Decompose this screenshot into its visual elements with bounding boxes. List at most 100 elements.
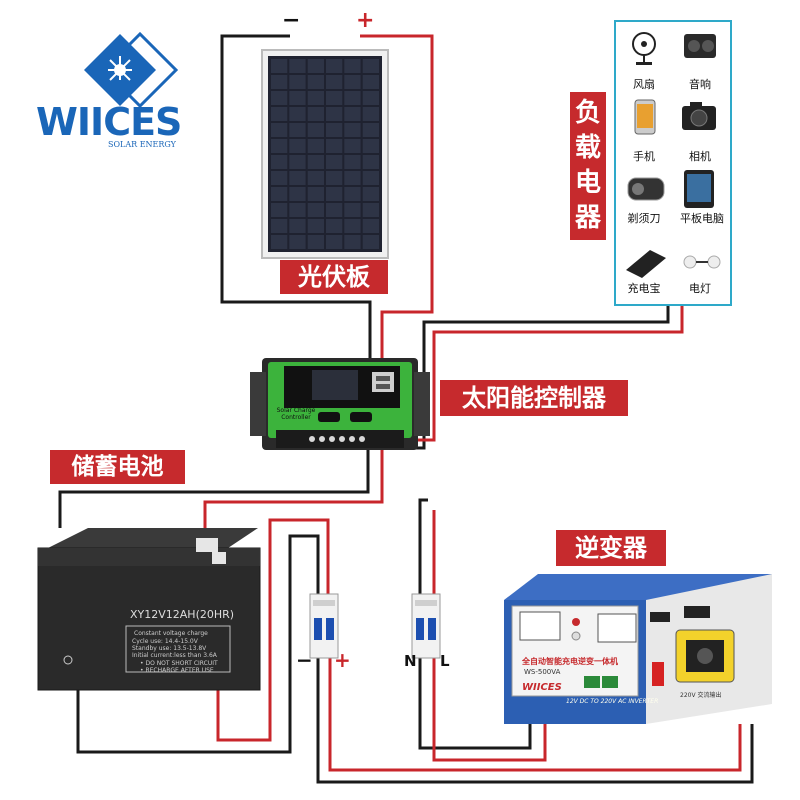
logo-wordmark: WIICES <box>36 100 182 144</box>
inverter <box>504 574 772 724</box>
controller-caption: Solar Charge Controller <box>276 407 316 421</box>
wire-load-positive <box>408 306 684 442</box>
solar-cell <box>307 187 324 201</box>
solar-cell <box>362 171 379 185</box>
solar-cell <box>326 59 343 73</box>
solar-cell <box>307 91 324 105</box>
solar-cell <box>344 203 361 217</box>
solar-cell <box>326 187 343 201</box>
label-controller: 太阳能控制器 <box>440 380 628 416</box>
solar-cell <box>289 139 306 153</box>
solar-cell <box>271 123 288 137</box>
breaker-negative-sign: − <box>296 648 313 672</box>
solar-cell <box>271 203 288 217</box>
load-label-camera: 相机 <box>689 150 711 163</box>
label-inverter: 逆变器 <box>556 530 666 566</box>
solar-cell <box>289 107 306 121</box>
solar-cell <box>362 155 379 169</box>
logo-tagline: SOLAR ENERGY <box>108 140 176 149</box>
tablet-icon <box>684 170 714 208</box>
solar-cell <box>307 235 324 249</box>
phone-icon <box>634 99 656 135</box>
solar-cell <box>344 235 361 249</box>
inverter-title: 全自动智能充电逆变一体机 <box>522 657 618 666</box>
solar-cell <box>289 187 306 201</box>
solar-cell <box>362 59 379 73</box>
solar-cell <box>289 123 306 137</box>
solar-cell <box>344 139 361 153</box>
battery-line5: • DO NOT SHORT CIRCUIT <box>140 660 218 667</box>
load-icons <box>626 32 721 278</box>
solar-cell <box>289 203 306 217</box>
inverter-brand: WIICES <box>522 682 562 693</box>
solar-cell <box>307 171 324 185</box>
wire-ac-live <box>432 510 547 762</box>
solar-cell <box>271 139 288 153</box>
solar-cell <box>362 203 379 217</box>
inverter-output: 220V 交流输出 <box>680 692 722 699</box>
solar-cell <box>326 235 343 249</box>
wire-load-negative <box>408 306 670 450</box>
solar-cell <box>326 107 343 121</box>
solar-cell <box>344 187 361 201</box>
solar-cell <box>271 155 288 169</box>
solar-cell <box>271 75 288 89</box>
solar-cell <box>362 187 379 201</box>
label-load: 负 载 电 器 <box>570 92 606 240</box>
solar-cell <box>344 219 361 233</box>
solar-cell <box>307 75 324 89</box>
camera-icon <box>682 102 716 130</box>
solar-cell <box>307 155 324 169</box>
wire-breaker-inverter-negative <box>316 658 754 784</box>
solar-cell <box>289 59 306 73</box>
solar-cell <box>344 59 361 73</box>
solar-cell <box>289 91 306 105</box>
solar-cell <box>344 91 361 105</box>
label-battery: 储蓄电池 <box>50 450 185 484</box>
fan-icon <box>632 32 656 65</box>
solar-cell <box>307 107 324 121</box>
solar-cell <box>326 203 343 217</box>
ac-breaker <box>411 593 441 659</box>
battery-line2: Cycle use: 14.4-15.0V <box>132 638 198 645</box>
solar-cell <box>326 123 343 137</box>
solar-cell <box>307 139 324 153</box>
wire-battery-breaker-negative <box>76 534 320 754</box>
battery-line3: Standby use: 13.5-13.8V <box>132 645 207 652</box>
solar-cell <box>326 155 343 169</box>
dc-breaker <box>309 593 339 659</box>
solar-cell <box>326 91 343 105</box>
solar-cell <box>344 171 361 185</box>
solar-cell <box>271 107 288 121</box>
solar-cell <box>362 107 379 121</box>
solar-cell <box>362 123 379 137</box>
battery <box>37 528 261 691</box>
solar-cell <box>289 219 306 233</box>
solar-cell <box>344 75 361 89</box>
solar-cell <box>326 219 343 233</box>
load-label-tablet: 平板电脑 <box>680 212 724 225</box>
solar-cell <box>307 59 324 73</box>
inverter-spec: 12V DC TO 220V AC INVERTER <box>566 698 659 705</box>
solar-cell <box>289 235 306 249</box>
solar-cell <box>271 59 288 73</box>
solar-cell <box>326 171 343 185</box>
logo-mark <box>84 31 179 109</box>
load-label-speaker: 音响 <box>689 78 711 91</box>
load-label-powerbank: 充电宝 <box>627 282 661 295</box>
solar-cell <box>271 235 288 249</box>
wire-controller-battery-negative <box>58 448 370 528</box>
load-label-fan: 风扇 <box>633 78 655 91</box>
breaker-neutral-sign: N <box>404 652 417 670</box>
solar-cell <box>307 123 324 137</box>
solar-cell <box>344 123 361 137</box>
wire-panel-positive <box>360 34 434 360</box>
battery-line1: Constant voltage charge <box>134 630 208 637</box>
label-solar-panel: 光伏板 <box>280 260 388 294</box>
solar-cell <box>362 75 379 89</box>
solar-cell <box>307 203 324 217</box>
load-label-lightbulb: 电灯 <box>689 282 711 295</box>
solar-cell <box>271 187 288 201</box>
solar-cell <box>362 139 379 153</box>
battery-line4: Initial current:less than 3.6A <box>132 652 217 659</box>
